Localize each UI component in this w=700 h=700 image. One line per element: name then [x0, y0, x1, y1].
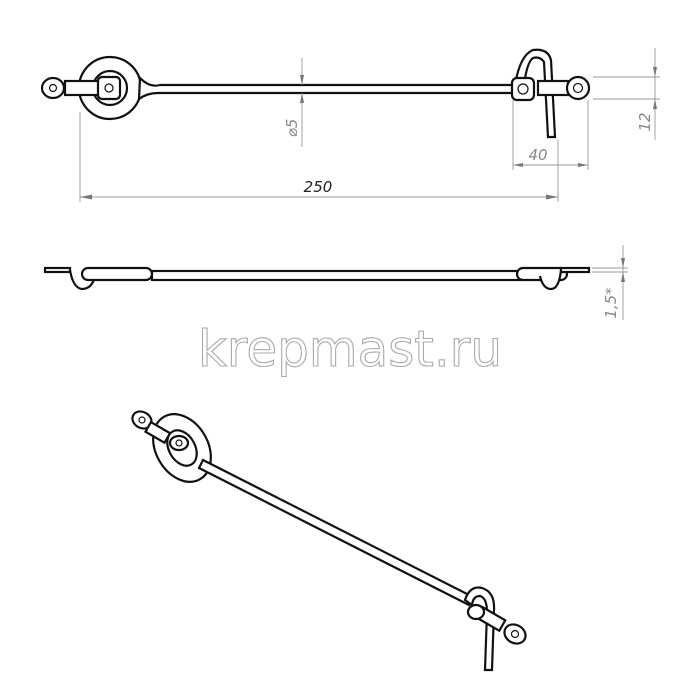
dimension-length: 250: [304, 178, 333, 196]
iso-right-mount: [466, 603, 486, 621]
right-link: [536, 79, 570, 97]
iso-hook: [463, 586, 496, 672]
dimension-height: 12: [636, 112, 654, 131]
iso-left-link: [143, 420, 172, 445]
left-eye-hole: [48, 83, 58, 93]
right-bend: [538, 269, 563, 291]
iso-left-mount: [168, 434, 190, 452]
right-flange: [559, 266, 591, 274]
watermark: krepmast.ru: [198, 320, 502, 378]
dimension-lines-side: [592, 245, 628, 320]
side-rod: [150, 269, 524, 282]
side-view: [43, 266, 591, 291]
left-mount: [96, 75, 122, 101]
isometric-view: [131, 410, 527, 672]
left-sleeve: [80, 266, 154, 282]
left-link: [63, 79, 102, 97]
right-mount: [510, 76, 536, 102]
right-eye: [565, 75, 591, 101]
top-view: [40, 48, 591, 139]
dimension-thickness: 1,5*: [602, 287, 620, 319]
dimension-diameter: ⌀5: [283, 119, 301, 138]
dimension-eye-offset: 40: [528, 146, 547, 164]
left-eye: [40, 76, 66, 100]
dimension-lines-top: [79, 48, 660, 202]
iso-right-eye: [503, 623, 527, 645]
right-eye-hole: [572, 82, 584, 94]
iso-rod: [197, 458, 475, 607]
left-screw: [104, 83, 114, 93]
right-hook: [513, 48, 557, 139]
left-flange: [43, 266, 72, 274]
right-screw: [517, 83, 529, 95]
hook-rod: [137, 75, 517, 102]
